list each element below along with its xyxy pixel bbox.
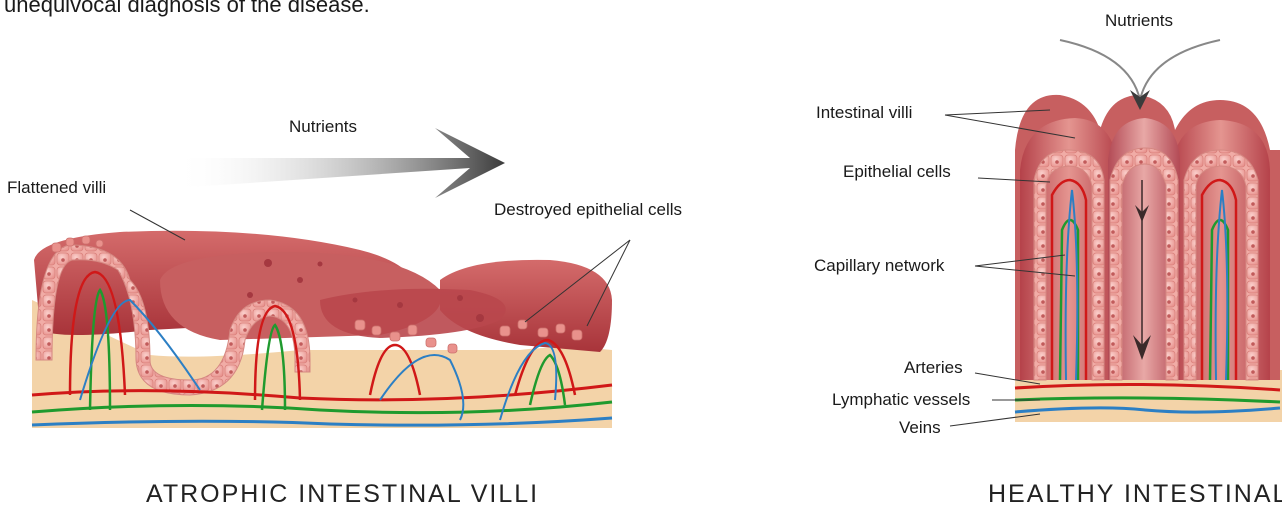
intestinal-villi-label: Intestinal villi [816, 103, 912, 123]
lymphatic-vessels-label: Lymphatic vessels [832, 390, 970, 410]
healthy-nutrients-label: Nutrients [1105, 11, 1173, 31]
atrophic-nutrients-arrow [175, 128, 505, 198]
atrophic-caption: ATROPHIC INTESTINAL VILLI [146, 480, 539, 509]
healthy-caption: HEALTHY INTESTINAL [988, 480, 1282, 509]
capillary-network-label: Capillary network [814, 256, 944, 276]
arteries-label: Arteries [904, 358, 963, 378]
veins-label: Veins [899, 418, 941, 438]
atrophic-nutrients-label: Nutrients [289, 117, 357, 137]
healthy-diagram [945, 40, 1282, 426]
healthy-nutrients-arrow-left [1060, 40, 1140, 100]
atrophic-diagram [32, 128, 630, 428]
destroyed-cells-label: Destroyed epithelial cells [494, 200, 682, 220]
flattened-villi-label: Flattened villi [7, 178, 106, 198]
epithelial-cells-label: Epithelial cells [843, 162, 951, 182]
healthy-nutrients-arrow-right [1140, 40, 1220, 100]
